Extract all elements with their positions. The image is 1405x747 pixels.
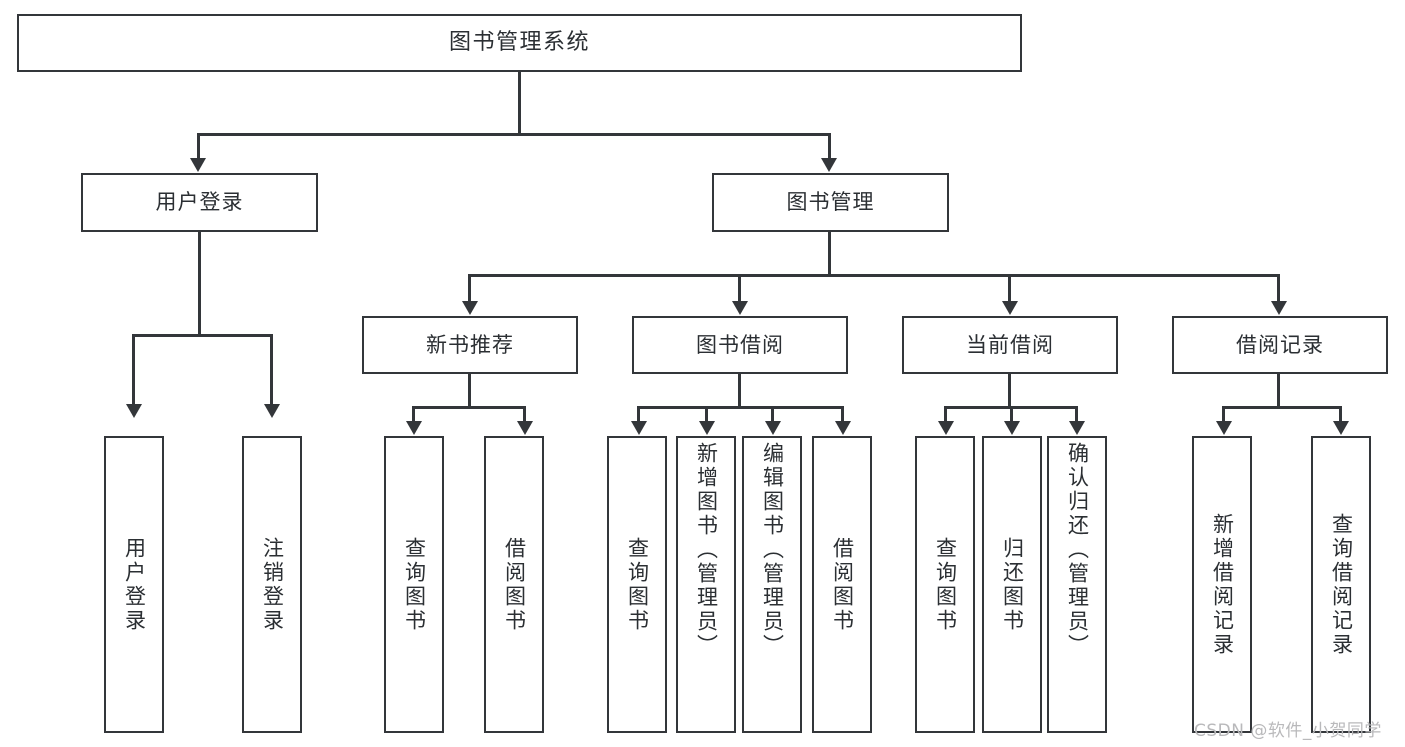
leaf-book-borrow-add-book-admin[interactable]: 新增图书（管理员） — [676, 436, 736, 733]
node-label: 确认归还（管理员） — [1065, 442, 1090, 658]
arrowhead-new-book-leaf-2 — [517, 421, 533, 435]
connector-user-login-stem — [198, 232, 201, 337]
leaf-new-book-borrow-book[interactable]: 借阅图书 — [484, 436, 544, 733]
node-user-login[interactable]: 用户登录 — [81, 173, 318, 232]
node-label: 用户登录 — [122, 536, 147, 633]
arrowhead-borrow-record-leaf-2 — [1333, 421, 1349, 435]
node-label: 查询图书 — [625, 536, 650, 633]
connector-book-borrow-stem — [738, 374, 741, 409]
node-label: 查询图书 — [402, 536, 427, 633]
arrowhead-book-borrow-leaf-4 — [835, 421, 851, 435]
watermark-text: CSDN @软件_小贺同学 — [1194, 721, 1382, 741]
arrowhead-user-login-leaf-1 — [126, 404, 142, 418]
leaf-borrow-record-query-record[interactable]: 查询借阅记录 — [1311, 436, 1371, 733]
node-label: 归还图书 — [1000, 536, 1025, 633]
connector-book-manage-to-new-book — [468, 274, 471, 304]
connector-new-book-to-leaf-1 — [412, 406, 415, 424]
connector-borrow-record-to-leaf-1 — [1222, 406, 1225, 424]
node-label: 新增图书（管理员） — [694, 442, 719, 658]
node-root-system[interactable]: 图书管理系统 — [17, 14, 1022, 72]
node-label: 图书管理系统 — [448, 30, 590, 56]
node-label: 借阅图书 — [830, 536, 855, 633]
node-label: 查询图书 — [933, 536, 958, 633]
node-label: 借阅记录 — [1236, 332, 1324, 357]
connector-new-book-to-leaf-2 — [523, 406, 526, 424]
connector-borrow-record-to-leaf-2 — [1339, 406, 1342, 424]
connector-new-book-stem — [468, 374, 471, 409]
node-borrow-record[interactable]: 借阅记录 — [1172, 316, 1388, 374]
connector-current-borrow-to-leaf-1 — [944, 406, 947, 424]
connector-user-login-bar — [132, 334, 273, 337]
node-book-borrow[interactable]: 图书借阅 — [632, 316, 848, 374]
connector-borrow-record-bar — [1222, 406, 1342, 409]
connector-root-stem — [518, 72, 521, 135]
leaf-book-borrow-query-book[interactable]: 查询图书 — [607, 436, 667, 733]
arrowhead-current-borrow-leaf-3 — [1069, 421, 1085, 435]
node-label: 查询借阅记录 — [1329, 512, 1354, 657]
connector-current-borrow-to-leaf-2 — [1010, 406, 1013, 424]
connector-root-bar — [197, 133, 831, 136]
leaf-current-borrow-query-book[interactable]: 查询图书 — [915, 436, 975, 733]
connector-book-manage-to-borrow-record — [1277, 274, 1280, 304]
arrowhead-root-to-book-manage — [821, 158, 837, 172]
arrowhead-current-borrow-leaf-1 — [938, 421, 954, 435]
connector-book-manage-to-book-borrow — [738, 274, 741, 304]
node-label: 新书推荐 — [426, 332, 514, 357]
arrowhead-borrow-record-leaf-1 — [1216, 421, 1232, 435]
arrowhead-book-borrow-leaf-2 — [699, 421, 715, 435]
leaf-current-borrow-return-book[interactable]: 归还图书 — [982, 436, 1042, 733]
node-label: 当前借阅 — [966, 332, 1054, 357]
node-label: 用户登录 — [155, 190, 244, 215]
connector-book-borrow-bar — [637, 406, 844, 409]
connector-book-borrow-to-leaf-1 — [637, 406, 640, 424]
node-label: 编辑图书（管理员） — [760, 442, 785, 658]
connector-root-to-user-login — [197, 133, 200, 161]
leaf-book-borrow-edit-book-admin[interactable]: 编辑图书（管理员） — [742, 436, 802, 733]
connector-borrow-record-stem — [1277, 374, 1280, 409]
leaf-user-login-logout[interactable]: 注销登录 — [242, 436, 302, 733]
arrowhead-new-book-recommend — [462, 301, 478, 315]
leaf-new-book-query-book[interactable]: 查询图书 — [384, 436, 444, 733]
connector-book-manage-to-current-borrow — [1008, 274, 1011, 304]
connector-book-borrow-to-leaf-2 — [705, 406, 708, 424]
arrowhead-current-borrow — [1002, 301, 1018, 315]
arrowhead-book-borrow-leaf-3 — [765, 421, 781, 435]
leaf-user-login-login[interactable]: 用户登录 — [104, 436, 164, 733]
connector-book-borrow-to-leaf-4 — [841, 406, 844, 424]
node-book-management[interactable]: 图书管理 — [712, 173, 949, 232]
node-new-book-recommend[interactable]: 新书推荐 — [362, 316, 578, 374]
arrowhead-current-borrow-leaf-2 — [1004, 421, 1020, 435]
leaf-book-borrow-borrow-book[interactable]: 借阅图书 — [812, 436, 872, 733]
node-label: 图书管理 — [786, 190, 875, 215]
connector-user-login-to-leaf-1 — [132, 334, 135, 406]
connector-book-manage-bar — [468, 274, 1280, 277]
node-label: 新增借阅记录 — [1210, 512, 1235, 657]
arrowhead-book-borrow-leaf-1 — [631, 421, 647, 435]
node-label: 注销登录 — [260, 536, 285, 633]
leaf-borrow-record-add-record[interactable]: 新增借阅记录 — [1192, 436, 1252, 733]
leaf-current-borrow-confirm-return-admin[interactable]: 确认归还（管理员） — [1047, 436, 1107, 733]
connector-book-borrow-to-leaf-3 — [771, 406, 774, 424]
arrowhead-borrow-record — [1271, 301, 1287, 315]
connector-root-to-book-manage — [828, 133, 831, 161]
arrowhead-new-book-leaf-1 — [406, 421, 422, 435]
connector-book-manage-stem — [828, 232, 831, 277]
node-current-borrow[interactable]: 当前借阅 — [902, 316, 1118, 374]
connector-current-borrow-to-leaf-3 — [1075, 406, 1078, 424]
arrowhead-root-to-user-login — [190, 158, 206, 172]
connector-current-borrow-stem — [1008, 374, 1011, 409]
connector-new-book-bar — [412, 406, 526, 409]
arrowhead-book-borrow — [732, 301, 748, 315]
connector-user-login-to-leaf-2 — [270, 334, 273, 406]
arrowhead-user-login-leaf-2 — [264, 404, 280, 418]
node-label: 图书借阅 — [696, 332, 784, 357]
node-label: 借阅图书 — [502, 536, 527, 633]
